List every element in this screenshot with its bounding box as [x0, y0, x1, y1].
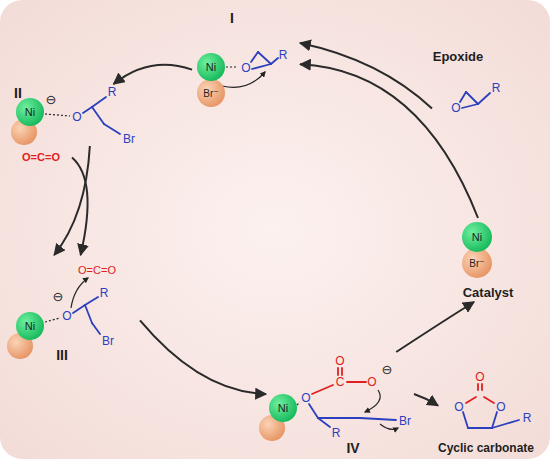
r-group: R: [279, 49, 288, 61]
cycle-arrow: [114, 65, 192, 84]
negative-charge: ⊖: [46, 93, 57, 106]
node-label: Cyclic carbonate: [438, 442, 534, 454]
node-label: IV: [346, 441, 359, 455]
bromine-atom: Br: [123, 133, 135, 145]
node-label: II: [14, 86, 22, 100]
r-group: R: [100, 287, 109, 299]
ni-atom: Ni: [25, 321, 35, 332]
oxygen-atom: O: [72, 111, 81, 123]
oxygen-atom: O: [475, 371, 484, 383]
co2-reagent: O=C=O: [10, 149, 72, 166]
cycle-arrow: [300, 43, 432, 109]
cycle-arrow: [300, 64, 478, 218]
cycle-arrow: [140, 320, 266, 394]
ni-atom: Ni: [472, 232, 482, 243]
ni-atom: Ni: [206, 62, 216, 73]
ni-atom: Ni: [25, 107, 35, 118]
r-group: R: [108, 86, 117, 98]
negative-charge: ⊖: [382, 363, 393, 376]
oxygen-atom: O: [241, 62, 250, 74]
r-group: R: [492, 82, 501, 94]
oxygen-atom: O: [496, 401, 505, 413]
node-label: O=C=O: [22, 152, 60, 163]
oxygen-atom: O: [62, 310, 71, 322]
r-group: R: [332, 427, 341, 439]
epoxide-reagent: Epoxide: [432, 44, 520, 120]
node-label: Epoxide: [433, 50, 484, 63]
negative-charge: ⊖: [53, 290, 64, 303]
catalyst-species: Catalyst: [450, 218, 530, 302]
co2-molecule: O=C=O: [78, 265, 116, 276]
oxygen-atom: O: [301, 392, 310, 404]
cycle-arrow: [414, 394, 438, 406]
r-group: R: [523, 412, 532, 424]
ni-atom: Ni: [278, 403, 288, 414]
node-label: III: [56, 348, 68, 362]
bromide-ion: Br⁻: [469, 259, 484, 269]
carbon-atom: C: [336, 376, 345, 388]
intermediate-III: III: [8, 255, 140, 364]
bromine-atom: Br: [399, 415, 411, 427]
node-label: I: [230, 11, 234, 25]
cycle-arrow: [72, 158, 88, 256]
oxygen-atom: O: [335, 355, 344, 367]
oxygen-atom: O: [367, 376, 376, 388]
oxygen-atom: O: [454, 401, 463, 413]
bromide-ion: Br⁻: [203, 89, 218, 99]
node-label: Catalyst: [463, 286, 514, 299]
bromine-atom: Br: [102, 335, 114, 347]
cycle-arrow: [396, 302, 474, 352]
oxygen-atom: O: [451, 102, 460, 114]
